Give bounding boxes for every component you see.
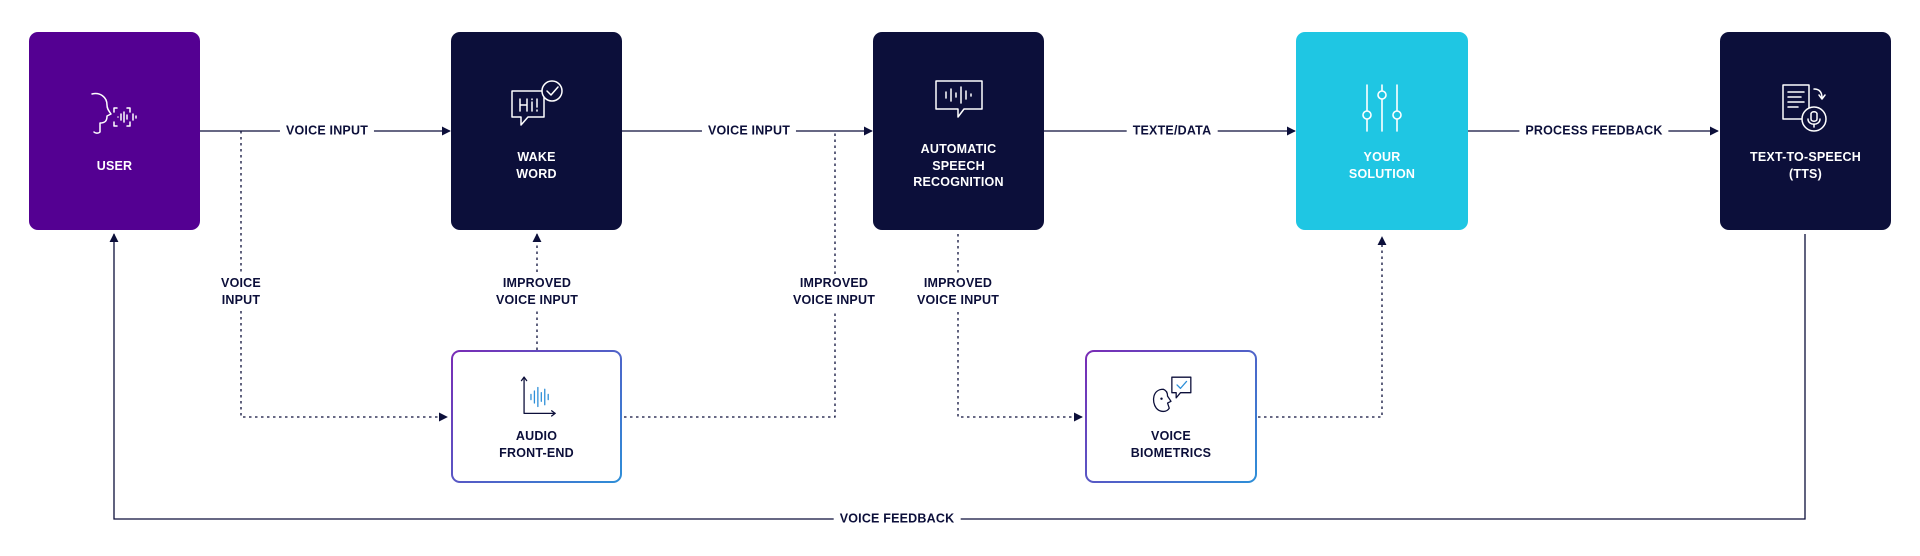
node-voice-biometrics: VOICE BIOMETRICS bbox=[1085, 350, 1257, 483]
node-voice-biometrics-label: VOICE BIOMETRICS bbox=[1130, 428, 1212, 460]
node-user: USER bbox=[29, 32, 200, 230]
hi-speech-bubble-check-icon bbox=[510, 80, 563, 126]
node-wake-word: WAKE WORD bbox=[451, 32, 622, 230]
label-solution-to-tts: PROCESS FEEDBACK bbox=[1519, 121, 1669, 141]
sliders-icon bbox=[1362, 84, 1402, 132]
node-user-label: USER bbox=[96, 158, 133, 173]
node-audio-front-end: AUDIO FRONT-END bbox=[451, 350, 622, 483]
face-speech-check-icon bbox=[1152, 376, 1192, 412]
node-audio-front-end-label: AUDIO FRONT-END bbox=[499, 428, 574, 460]
waveform-speech-bubble-icon bbox=[934, 79, 983, 118]
node-your-solution: YOUR SOLUTION bbox=[1296, 32, 1468, 230]
label-frontend-to-asr: IMPROVED VOICE INPUT bbox=[786, 274, 882, 310]
person-voice-icon bbox=[90, 92, 137, 134]
document-microphone-icon bbox=[1781, 84, 1827, 132]
node-asr-label: AUTOMATIC SPEECH RECOGNITION bbox=[913, 141, 1004, 190]
label-wake-to-asr: VOICE INPUT bbox=[701, 121, 797, 141]
wire-frontend-to-asr bbox=[624, 131, 836, 418]
node-tts-label: TEXT-TO-SPEECH (TTS) bbox=[1750, 150, 1861, 181]
label-user-to-wake: VOICE INPUT bbox=[279, 121, 375, 141]
label-asr-to-biometrics: IMPROVED VOICE INPUT bbox=[910, 274, 1006, 310]
wire-user-to-frontend bbox=[240, 131, 448, 422]
label-frontend-to-wake: IMPROVED VOICE INPUT bbox=[489, 274, 585, 310]
node-asr: AUTOMATIC SPEECH RECOGNITION bbox=[873, 32, 1044, 230]
node-wake-word-label: WAKE WORD bbox=[516, 150, 557, 181]
wire-asr-to-biometrics bbox=[957, 234, 1083, 422]
audio-graph-icon bbox=[520, 376, 556, 417]
label-tts-to-user: VOICE FEEDBACK bbox=[833, 509, 961, 529]
node-your-solution-label: YOUR SOLUTION bbox=[1348, 150, 1416, 181]
label-user-to-frontend: VOICE INPUT bbox=[215, 274, 267, 310]
wire-biometrics-to-solution bbox=[1258, 236, 1387, 418]
label-asr-to-solution: TEXTE/DATA bbox=[1126, 121, 1218, 141]
node-tts: TEXT-TO-SPEECH (TTS) bbox=[1720, 32, 1891, 230]
